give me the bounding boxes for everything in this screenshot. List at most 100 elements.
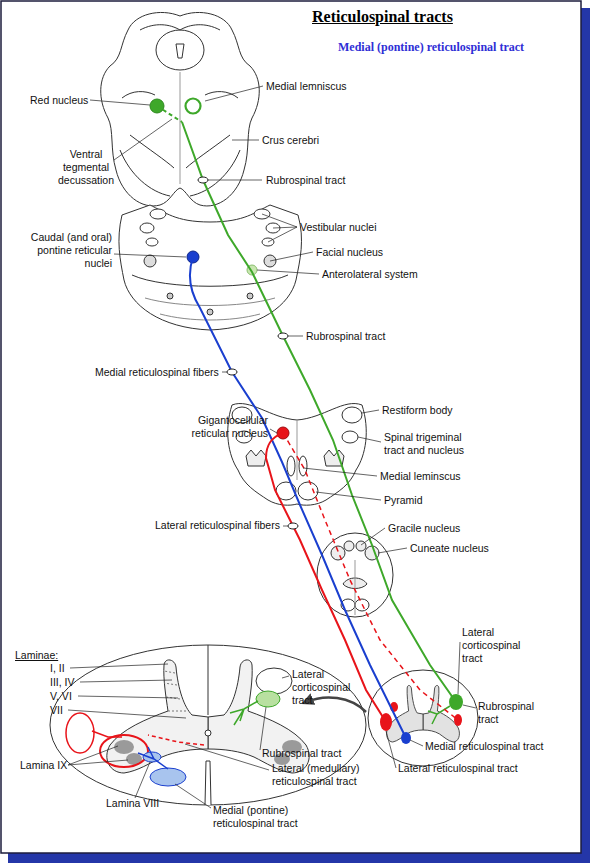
- fiber-marker: [227, 369, 237, 375]
- structure-label: Red nucleus: [30, 94, 110, 107]
- dorsal-septum: [208, 645, 209, 715]
- tract-label: Rubrospinal tract: [266, 174, 376, 187]
- facial-nucleus: [144, 255, 156, 267]
- pons-outline: [119, 205, 302, 330]
- structure-label: Crus cerebri: [262, 134, 352, 147]
- lateral-reticulospinal-area: [66, 713, 94, 753]
- leader-line: [114, 119, 172, 160]
- leader-line: [90, 100, 150, 105]
- subtitle: Medial (pontine) reticulospinal tract: [338, 40, 588, 54]
- lateral-reticulospinal-area: [454, 714, 462, 726]
- midline-raphe: [297, 420, 298, 480]
- restiform-body: [342, 407, 362, 423]
- leader-line: [358, 437, 381, 442]
- leader-line: [257, 270, 319, 274]
- structure-label: Facial nucleus: [316, 246, 416, 259]
- leader-line: [222, 372, 227, 373]
- lateral-corticospinal-area: [256, 668, 292, 694]
- fiber-marker: [198, 177, 208, 183]
- basis-pontis-border: [132, 275, 288, 286]
- leader-line: [270, 252, 313, 261]
- tract-label: Medial reticulospinal fibers: [95, 366, 235, 379]
- leader-line: [114, 254, 186, 257]
- fiber-markers: [198, 177, 298, 529]
- tract-label: Medial (pontine) reticulospinal tract: [213, 804, 323, 830]
- tract-label: Lateral (medullary) reticulospinal tract: [272, 762, 382, 788]
- rubrospinal-terminals: [230, 701, 258, 725]
- leader-line: [410, 740, 423, 746]
- leader-line: [270, 429, 277, 433]
- structure-label: Restiform body: [382, 404, 492, 417]
- lamina-ix-pool: [114, 740, 134, 754]
- midbrain-section: [101, 12, 260, 205]
- vestibular-nucleus: [150, 209, 166, 219]
- fiber-marker: [278, 333, 288, 339]
- gray-matter: [387, 685, 460, 742]
- leader-line: [378, 548, 407, 553]
- leader-line: [262, 214, 297, 242]
- cuneate-nucleus: [331, 546, 345, 560]
- inferior-olive: [246, 450, 266, 466]
- structure-label: Anterolateral system: [322, 268, 442, 281]
- structure-label: Ventral tegmental decussation: [53, 148, 119, 187]
- tract-label: Rubrospinal tract: [306, 330, 416, 343]
- leader-line: [260, 707, 266, 750]
- central-canal: [205, 730, 211, 736]
- gray-matter-half: [423, 685, 459, 742]
- gray-matter-half: [107, 660, 208, 773]
- vestibular-nucleus: [140, 223, 154, 233]
- leader-line: [361, 528, 385, 545]
- spinal-trigeminal-nucleus: [342, 431, 358, 443]
- leader-line: [386, 731, 396, 768]
- vestibular-nucleus: [146, 238, 158, 246]
- gracile-nucleus: [344, 541, 354, 551]
- tract-label: Rubrospinal tract: [478, 700, 540, 726]
- decussating-fibers: [157, 106, 182, 122]
- medial-reticulospinal-area: [150, 768, 186, 786]
- enlargement-arrow: [306, 697, 366, 712]
- rubrospinal-area: [256, 691, 280, 707]
- cerebral-aqueduct: [176, 44, 184, 58]
- transverse-fibers: [145, 298, 275, 320]
- leader-line: [458, 642, 460, 694]
- lateral-reticulospinal-terminal-field: [100, 735, 148, 767]
- lamina-label: I, II: [50, 662, 90, 675]
- lateral-reticulospinal-line: [266, 433, 386, 722]
- midline-raphe: [180, 72, 181, 184]
- leader-line: [135, 762, 150, 798]
- structure-label: Spinal trigeminal tract and nucleus: [384, 431, 484, 457]
- structure-label: Pyramid: [384, 494, 454, 507]
- lamina-label: Lamina VIII: [106, 797, 176, 810]
- leader-line: [205, 86, 263, 101]
- lamina-label: VII: [50, 704, 90, 717]
- leader-line: [208, 180, 262, 181]
- tract-label: Lateral reticulospinal tract: [398, 762, 548, 775]
- pontine-nucleus: [247, 293, 253, 299]
- midline-raphe: [355, 560, 356, 615]
- structure-label: Gracile nucleus: [388, 522, 498, 535]
- leader-line: [303, 468, 377, 476]
- leader-line: [80, 680, 172, 682]
- leader-line: [316, 492, 381, 500]
- leader-line: [282, 676, 289, 678]
- lamina-label: III, IV: [50, 676, 90, 689]
- tract-label: Lateral corticospinal tract: [462, 626, 528, 665]
- periaqueductal-gray: [156, 30, 204, 70]
- ventral-fissure: [205, 761, 211, 805]
- midbrain-outline: [101, 12, 260, 205]
- leader-line: [175, 784, 211, 808]
- lamina-label: Lamina IX: [20, 759, 80, 772]
- structure-label: Medial lemniscus: [266, 80, 376, 93]
- tract-label: Lateral corticospinal tract: [292, 668, 358, 707]
- leader-line: [362, 410, 379, 413]
- medial-reticulospinal-line: [190, 257, 406, 738]
- medial-reticulospinal-terminals: [138, 747, 168, 769]
- leader-line: [283, 526, 288, 527]
- structure-label: Vestibular nuclei: [300, 221, 410, 234]
- leader-line: [232, 140, 259, 141]
- pontine-nucleus: [167, 293, 173, 299]
- leader-line: [68, 710, 186, 718]
